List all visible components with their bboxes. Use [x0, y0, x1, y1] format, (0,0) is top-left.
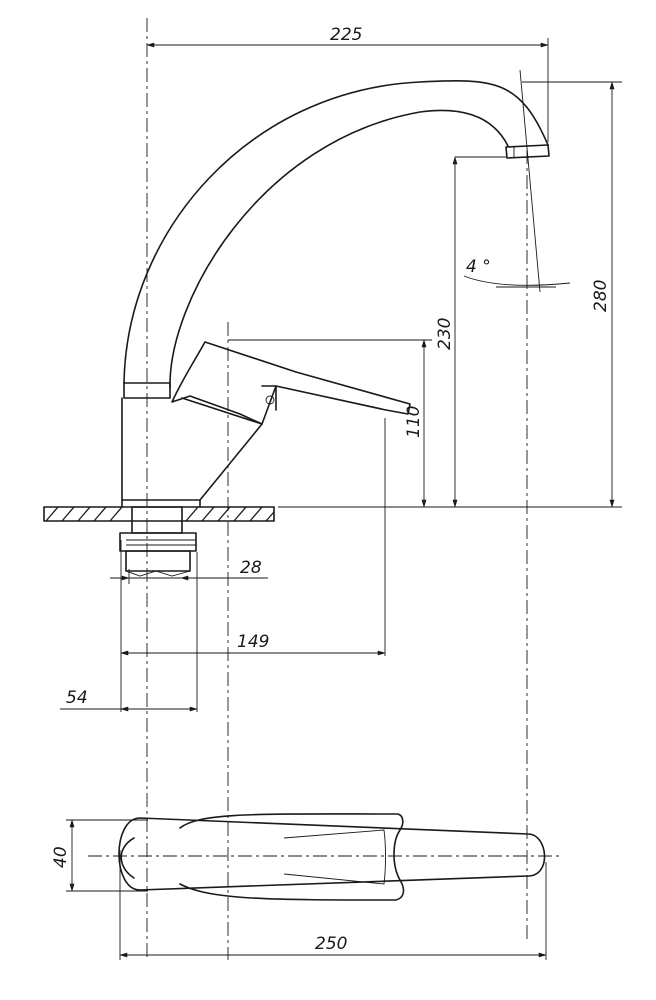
dimension-top-view-length: 250	[119, 850, 547, 960]
top-view-spout	[118, 817, 546, 891]
dimension-spout-reach: 225	[146, 25, 549, 142]
dim-label-28: 28	[240, 558, 262, 578]
lever-handle	[171, 341, 411, 425]
dimension-base-width: 54	[60, 552, 198, 712]
dim-label-225: 225	[330, 25, 362, 45]
dim-label-280: 280	[591, 280, 611, 312]
top-view	[118, 813, 546, 901]
side-view	[43, 69, 571, 577]
faucet-body	[121, 382, 263, 508]
dimension-tilt-angle: 4 °	[466, 257, 491, 277]
dim-label-250: 250	[315, 934, 347, 954]
dimension-top-view-width: 40	[51, 819, 148, 892]
tilt-angle-lines	[463, 69, 571, 293]
top-view-lever	[179, 813, 405, 901]
dimension-lever-length: 149	[120, 418, 386, 712]
counter-plate	[43, 506, 275, 522]
dim-label-54: 54	[66, 688, 88, 708]
axis-lines	[88, 18, 560, 960]
mounting-nut	[119, 506, 197, 577]
dim-label-149: 149	[237, 632, 269, 652]
dimension-outlet-height: 230	[435, 156, 506, 508]
dimension-connector-width: 28	[110, 558, 268, 584]
dim-label-230: 230	[435, 318, 455, 350]
dim-label-40: 40	[51, 846, 71, 868]
dimension-total-height: 280	[278, 81, 622, 508]
dim-label-110: 110	[404, 406, 424, 438]
dim-label-angle: 4 °	[466, 257, 491, 277]
dimension-lever-height: 110	[228, 339, 432, 508]
spout	[123, 80, 550, 389]
